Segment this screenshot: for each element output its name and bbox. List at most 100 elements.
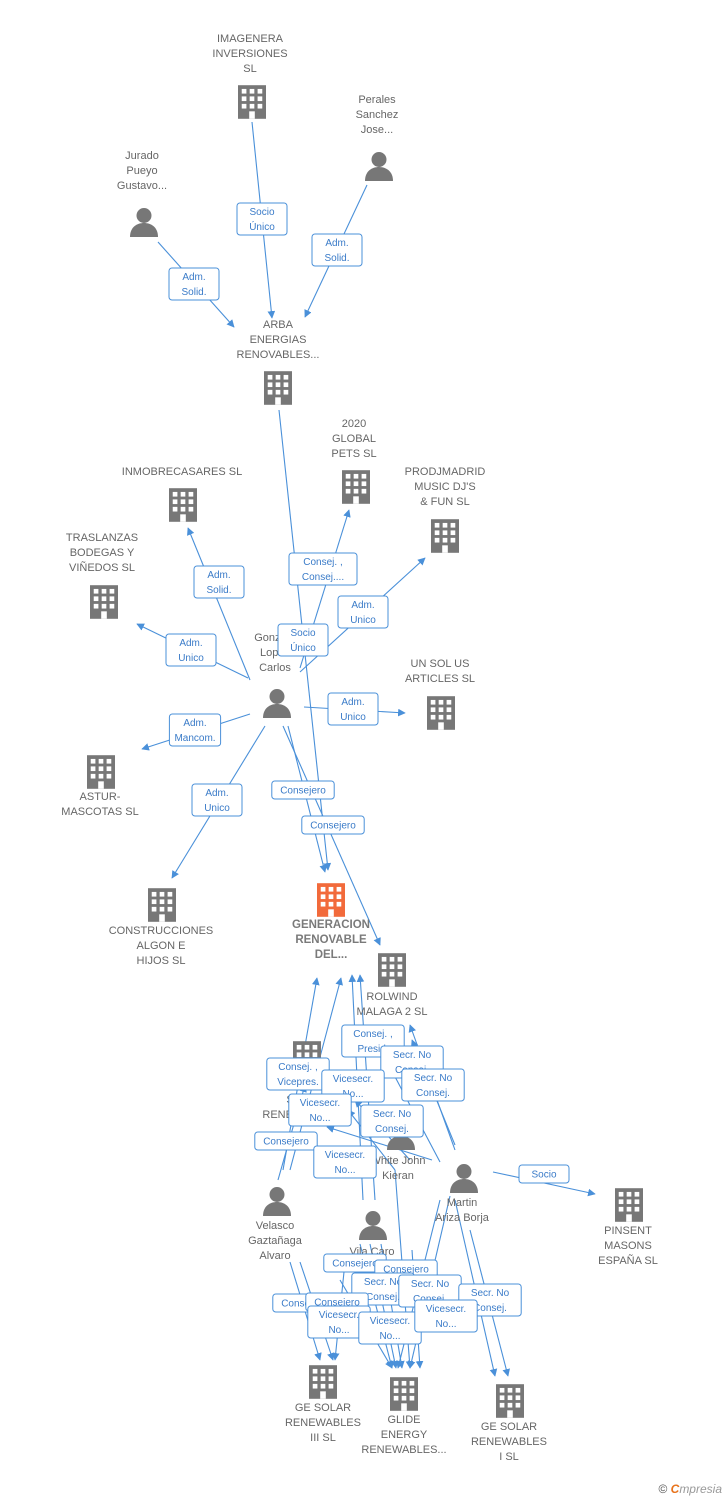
relation-r3[interactable]: Adm.Solid.	[311, 233, 363, 267]
relation-box	[168, 267, 220, 301]
relation-r6[interactable]: Adm.Unico	[337, 595, 389, 629]
relation-r33[interactable]: Vicesecr.No...	[414, 1299, 478, 1333]
relation-r21[interactable]: Consejero	[254, 1131, 318, 1151]
brand-name: mpresia	[679, 1482, 722, 1496]
relation-r5[interactable]: Adm.Solid.	[193, 565, 245, 599]
relation-r22[interactable]: Vicesecr.No...	[313, 1145, 377, 1179]
node-astur[interactable]: ASTUR-MASCOTAS SL	[61, 755, 139, 818]
relation-box	[288, 1093, 352, 1127]
relation-box	[313, 1145, 377, 1179]
relation-r31[interactable]: Vicesecr.No...	[307, 1305, 371, 1339]
building-icon	[378, 953, 406, 987]
relation-r4[interactable]: Consej. ,Consej....	[288, 552, 358, 586]
relation-box	[168, 713, 222, 747]
person-icon	[263, 689, 291, 718]
relation-r9[interactable]: Adm.Unico	[327, 692, 379, 726]
relation-box	[165, 633, 217, 667]
building-icon	[317, 883, 345, 917]
building-icon	[169, 488, 197, 522]
relation-r17[interactable]: Consej. ,Vicepres.	[266, 1057, 330, 1091]
relation-box	[193, 565, 245, 599]
relation-text: Consejero	[332, 1259, 378, 1270]
building-icon	[264, 371, 292, 405]
relation-r13[interactable]: Consejero	[301, 815, 365, 835]
relation-text: Adm.Solid.	[324, 238, 349, 264]
relation-text: Vicesecr.No...	[319, 1310, 359, 1336]
building-icon	[496, 1384, 524, 1418]
building-icon	[238, 85, 266, 119]
relation-text: Adm.Unico	[340, 697, 366, 723]
copyright-symbol: ©	[658, 1482, 668, 1496]
node-inmobre[interactable]: INMOBRECASARES SL	[122, 466, 242, 522]
relation-text: Adm.Unico	[204, 788, 230, 814]
relation-text: Consejero	[263, 1137, 309, 1148]
relation-text: Vicesecr.No...	[426, 1304, 466, 1330]
relation-text: Vicesecr.No...	[325, 1150, 365, 1176]
relation-box	[337, 595, 389, 629]
relation-r7[interactable]: Adm.Unico	[165, 633, 217, 667]
relation-r11[interactable]: Adm.Unico	[191, 783, 243, 817]
edge-5	[187, 527, 251, 681]
relation-text: Consejero	[280, 786, 326, 797]
relation-r19[interactable]: Vicesecr.No...	[288, 1093, 352, 1127]
relation-box	[236, 202, 288, 236]
relation-text: Consej. ,Presid.	[353, 1029, 392, 1055]
node-label: ASTUR-MASCOTAS SL	[61, 791, 138, 818]
node-vila[interactable]: Vila Caro	[349, 1211, 395, 1258]
relation-text: Consejero	[314, 1298, 360, 1309]
building-icon	[427, 696, 455, 730]
empresia-logo[interactable]: © Cmpresia	[658, 1482, 722, 1496]
person-icon	[263, 1187, 291, 1216]
relation-text: Vicesecr.No...	[333, 1074, 373, 1100]
person-icon	[450, 1164, 478, 1193]
building-icon	[615, 1188, 643, 1222]
relation-r2[interactable]: Adm.Solid.	[168, 267, 220, 301]
relation-r10[interactable]: Adm.Mancom.	[168, 713, 222, 747]
building-icon	[148, 888, 176, 922]
relation-r24[interactable]: Consejero	[323, 1253, 387, 1273]
relation-r32[interactable]: Vicesecr.No...	[358, 1311, 422, 1345]
relation-text: Adm.Unico	[350, 600, 376, 626]
relation-box	[254, 1131, 318, 1151]
edge-12	[282, 725, 381, 946]
relation-box	[401, 1068, 465, 1102]
relation-box	[191, 783, 243, 817]
relation-r23[interactable]: Socio	[518, 1164, 570, 1184]
relation-text: Consejero	[281, 1299, 327, 1310]
relation-r12[interactable]: Consejero	[271, 780, 335, 800]
